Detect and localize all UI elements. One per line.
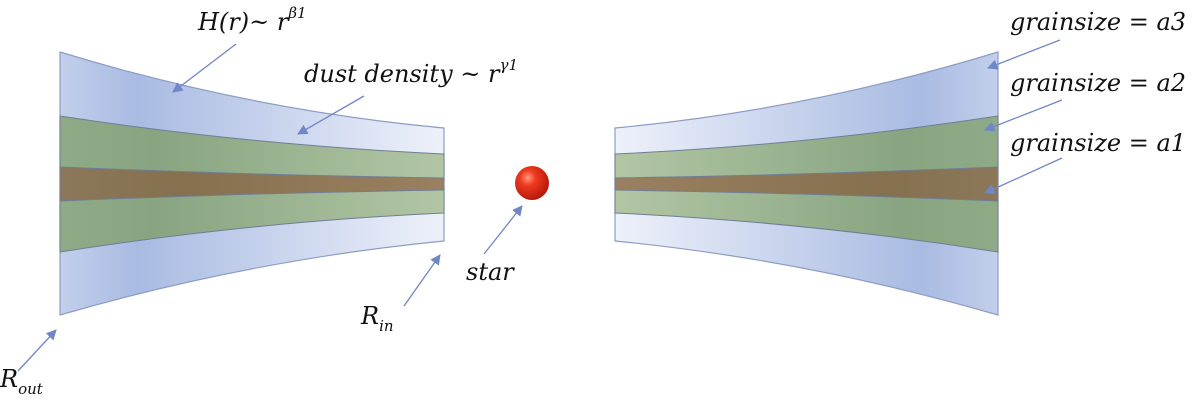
scale-height-label: H(r)~ rβ1: [197, 4, 307, 36]
grainsize-a1-label: grainsize = a1: [1010, 129, 1186, 157]
grainsize-a2-label: grainsize = a2: [1010, 69, 1186, 97]
arrow-grain-a1: [984, 157, 1063, 194]
annotation-arrows: [17, 39, 1063, 372]
right-inner-layer: [614, 166, 999, 202]
dust-density-label: dust density ~ rγ1: [304, 56, 518, 88]
grainsize-a3-label: grainsize = a3: [1010, 8, 1186, 36]
r-out-label: Rout: [0, 365, 44, 398]
arrow-star: [483, 205, 523, 255]
arrow-dust-density: [297, 95, 365, 135]
arrow-grain-a2: [984, 99, 1063, 132]
star-label: star: [466, 258, 515, 286]
r-in-label: Rin: [360, 302, 394, 335]
arrow-r-out: [17, 329, 57, 372]
arrow-scale-height: [172, 43, 237, 93]
left-inner-layer: [59, 166, 445, 202]
star-dot: [515, 166, 549, 200]
arrow-grain-a3: [987, 39, 1061, 70]
right-disk: [614, 51, 999, 316]
left-disk: [59, 51, 445, 316]
arrow-r-in: [403, 254, 441, 307]
